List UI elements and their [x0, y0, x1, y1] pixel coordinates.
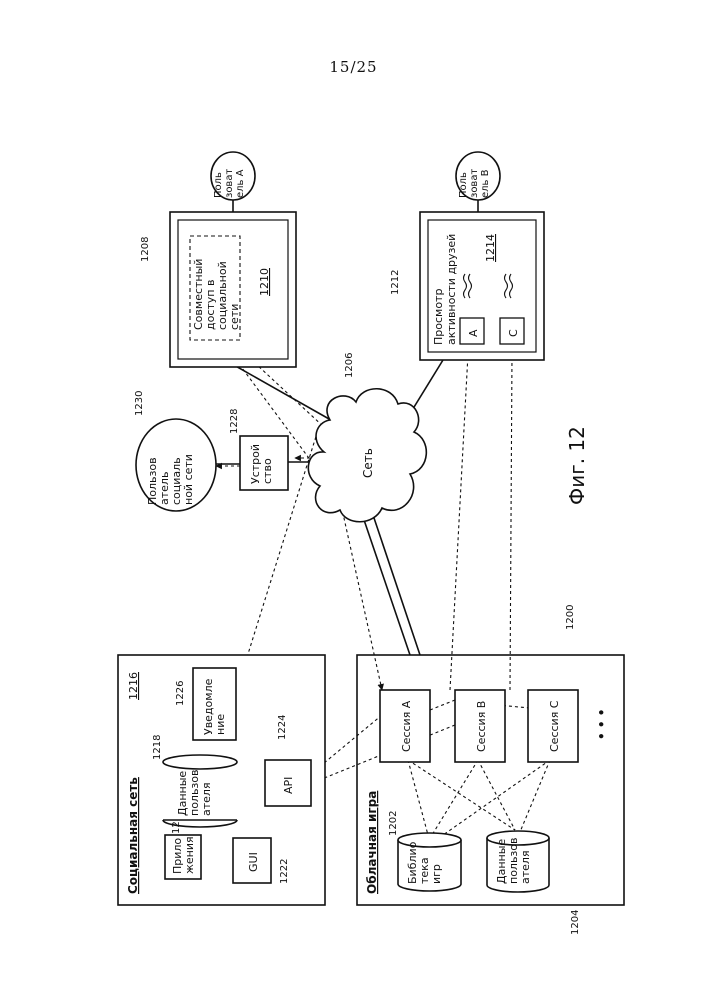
ub-text-line: ель B: [480, 169, 491, 198]
api-ref: 1224: [277, 715, 288, 740]
device-box: Устройство 1228: [229, 409, 288, 490]
network-label: Сеть: [361, 448, 375, 478]
session-a-label: Сессия A: [400, 700, 413, 752]
social-user-label: Пользовательсоциальной сети: [146, 454, 195, 505]
ua-text-line: ель A: [235, 169, 246, 198]
notif-text-line: ние: [214, 714, 227, 735]
user-a-circle: Пользователь A: [211, 152, 255, 200]
social-network-ref: 1216: [127, 672, 140, 700]
display-b-ref: 1212: [390, 270, 401, 295]
display-b: Просмотрактивности друзей A C 1214 1212: [390, 212, 544, 360]
game-library-cylinder: Библиотекаигр 1202: [388, 811, 461, 891]
network-ref: 1206: [344, 353, 355, 378]
apps-text-line: жения: [183, 836, 196, 874]
cloud-user-data-cylinder: Данныепользователя 1204: [487, 831, 581, 935]
device-ref: 1228: [229, 409, 240, 434]
shared-access-ref: 1210: [258, 268, 271, 296]
display-a: Совместныйдоступ всоциальнойсети 1210 12…: [140, 212, 296, 367]
su-text-line: ной сети: [182, 454, 195, 505]
cloud-gaming-ref: 1200: [565, 605, 576, 630]
cud-text-line: ателя: [519, 850, 532, 884]
session-c-label: Сессия C: [548, 700, 561, 752]
sud-text-line: ателя: [200, 782, 213, 816]
gui-label: GUI: [247, 852, 260, 872]
cloud-user-data-ref: 1204: [570, 910, 581, 935]
db-text-line: активности друзей: [445, 234, 458, 345]
friends-activity-ref: 1214: [484, 234, 497, 262]
social-user-data-ref: 1218: [152, 735, 163, 760]
session-b-box: Сессия B: [455, 690, 505, 762]
ub-text-line: Поль: [458, 172, 469, 198]
ub-text-line: зоват: [469, 169, 480, 198]
figure-caption: Фиг. 12: [565, 426, 589, 505]
network-cloud: Сеть 1206: [308, 353, 426, 522]
more-sessions-ellipsis: • • •: [595, 709, 609, 740]
apps-label: Приложения: [171, 836, 196, 874]
gui-ref: 1222: [279, 859, 290, 884]
display-a-ref: 1208: [140, 237, 151, 262]
session-b-label: Сессия B: [475, 701, 488, 752]
user-b-label: Пользователь B: [458, 169, 491, 198]
ua-text-line: Поль: [213, 172, 224, 198]
social-user-ref: 1230: [134, 391, 145, 416]
ua-text-line: зоват: [224, 169, 235, 198]
social-network-title: Социальная сеть: [126, 777, 140, 894]
lib-text-line: игр: [430, 864, 443, 884]
social-user-circle: Пользовательсоциальной сети 1230: [134, 391, 216, 511]
api-label: API: [282, 777, 295, 794]
game-library-ref: 1202: [388, 811, 399, 836]
session-a-box: Сессия A: [380, 690, 430, 762]
session-c-box: Сессия C: [528, 690, 578, 762]
notification-ref: 1226: [175, 681, 186, 706]
user-b-circle: Пользователь B: [456, 152, 500, 200]
user-a-label: Пользователь A: [213, 169, 246, 198]
thumb-a: A: [467, 329, 480, 337]
thumb-c: C: [507, 329, 520, 337]
db-text-line: Просмотр: [432, 289, 445, 345]
cloud-gaming-title: Облачная игра: [365, 791, 379, 894]
sa-text-line: сети: [228, 304, 241, 330]
device-text-line: ство: [261, 458, 274, 484]
